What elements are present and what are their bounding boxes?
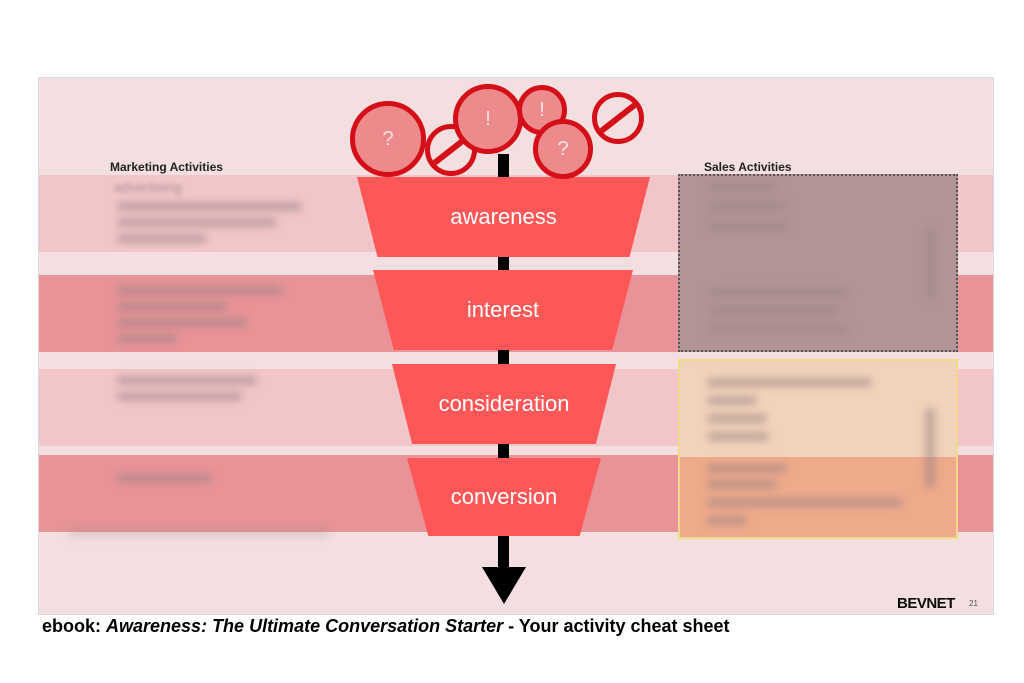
blurred-text — [925, 408, 935, 488]
funnel-stage-conversion: conversion — [407, 458, 601, 536]
funnel-stage-awareness: awareness — [357, 177, 650, 257]
question-bubble-icon: ? — [350, 101, 426, 177]
blurred-text — [709, 324, 849, 333]
no-sign-icon — [592, 92, 644, 144]
blurred-text — [707, 432, 769, 441]
blurred-text — [117, 318, 247, 327]
caption-prefix: ebook: — [42, 616, 107, 636]
blurred-text — [707, 414, 767, 423]
funnel-arrow-head — [482, 567, 526, 604]
blurred-text — [707, 498, 903, 507]
bevnet-logo: BEVNET — [897, 595, 955, 612]
blurred-text — [707, 222, 789, 231]
blurred-text — [709, 288, 849, 297]
blurred-text — [707, 182, 777, 191]
blurred-text — [117, 218, 277, 227]
caption-suffix: - Your activity cheat sheet — [503, 616, 730, 636]
blurred-text — [117, 202, 302, 211]
slide: Marketing Activities Sales Activities ad… — [38, 77, 994, 615]
blurred-text — [117, 234, 207, 243]
blurred-text — [707, 464, 787, 473]
blurred-text — [709, 306, 839, 315]
blurred-text — [69, 528, 329, 537]
question-bubble-icon: ? — [533, 119, 593, 179]
page-number: 21 — [969, 599, 978, 608]
ebook-caption: ebook: Awareness: The Ultimate Conversat… — [42, 616, 730, 637]
funnel-stage-interest: interest — [373, 270, 633, 350]
blurred-text — [925, 228, 935, 298]
blurred-text — [707, 396, 757, 405]
blurred-text — [117, 302, 227, 311]
exclamation-bubble-icon: ! — [453, 84, 523, 154]
blurred-text — [117, 286, 282, 295]
blurred-text — [117, 334, 177, 343]
funnel-arrow-stem — [498, 154, 509, 570]
marketing-item-advertising: advertising — [114, 179, 182, 195]
blurred-text — [117, 474, 212, 483]
sales-activities-title: Sales Activities — [704, 160, 792, 174]
blurred-text — [117, 392, 242, 401]
blurred-text — [707, 378, 872, 387]
blurred-text — [707, 202, 787, 211]
marketing-activities-title: Marketing Activities — [110, 160, 223, 174]
blurred-text — [707, 516, 747, 525]
caption-ebook-title: Awareness: The Ultimate Conversation Sta… — [106, 616, 504, 636]
blurred-text — [117, 376, 257, 385]
blurred-text — [707, 480, 777, 489]
funnel-stage-consideration: consideration — [392, 364, 616, 444]
